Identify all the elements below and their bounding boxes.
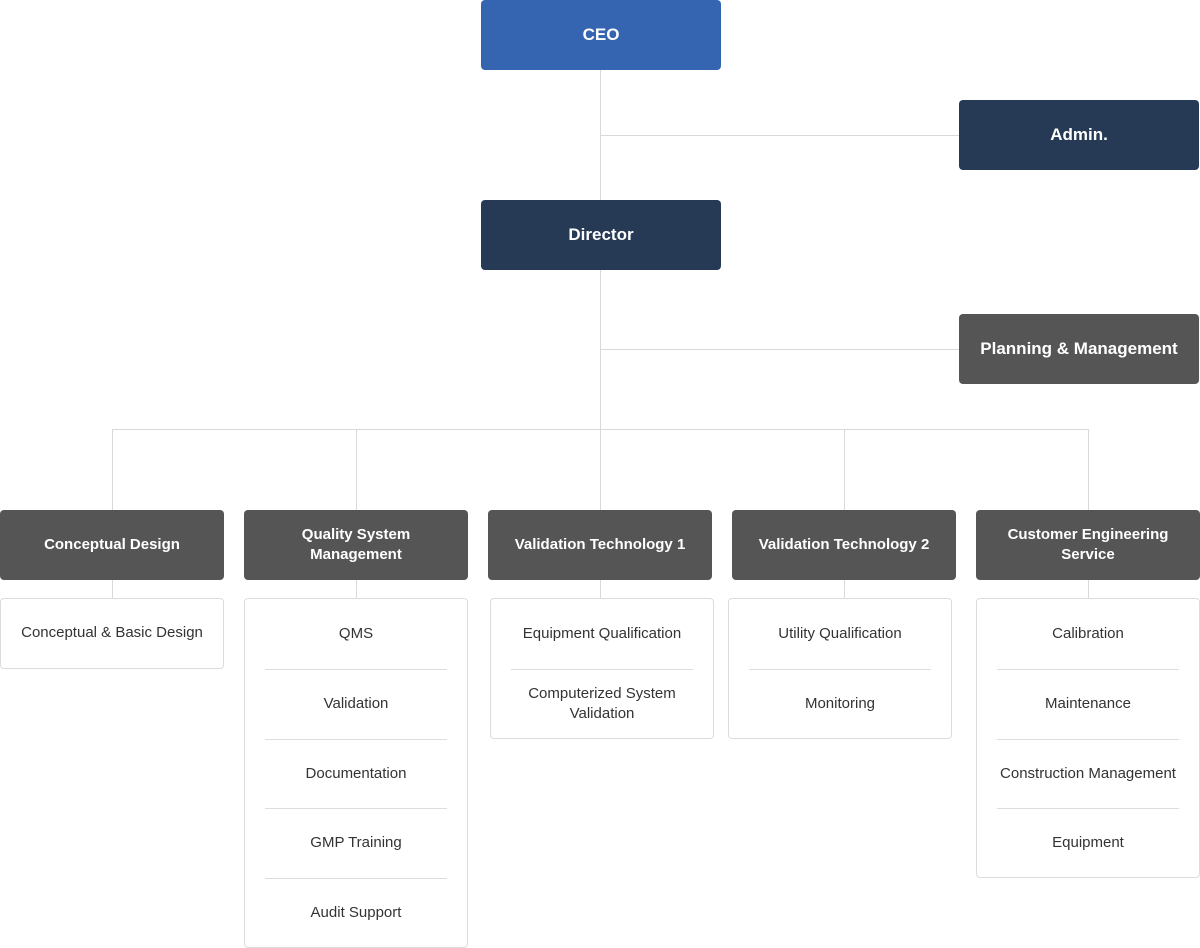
list-item: Validation	[323, 695, 389, 712]
ceo-node: CEO	[481, 0, 721, 70]
planning-management-node: Planning & Management	[959, 314, 1199, 384]
list-item: GMP Training	[310, 834, 402, 851]
connector-director-trunk	[600, 270, 601, 510]
connector-dept-4-box	[844, 580, 845, 598]
list-item: Audit Support	[310, 904, 402, 921]
connector-dept-2	[356, 429, 357, 510]
divider	[265, 669, 447, 670]
list-item: Monitoring	[804, 695, 876, 712]
divider	[997, 669, 1179, 670]
connector-dept-1-box	[112, 580, 113, 598]
dept-quality-system-management: Quality System Management	[244, 510, 468, 580]
list-item: Utility Qualification	[778, 625, 902, 642]
divider	[511, 669, 693, 670]
divider	[997, 739, 1179, 740]
connector-departments-bus	[112, 429, 1089, 430]
dept-validation-technology-1: Validation Technology 1	[488, 510, 712, 580]
connector-dept-1	[112, 429, 113, 510]
list-item: Documentation	[305, 765, 407, 782]
connector-dept-5-box	[1088, 580, 1089, 598]
dept-validation-technology-1-list: Equipment Qualification Computerized Sys…	[490, 598, 714, 739]
dept-conceptual-design-list: Conceptual & Basic Design	[0, 598, 224, 669]
connector-planning	[600, 349, 960, 350]
list-item: Computerized System Validation	[528, 685, 676, 722]
divider	[997, 808, 1179, 809]
list-item: Equipment	[1052, 834, 1124, 851]
dept-customer-engineering-service: Customer Engineering Service	[976, 510, 1200, 580]
divider	[749, 669, 931, 670]
list-item: Calibration	[1052, 625, 1124, 642]
connector-dept-4	[844, 429, 845, 510]
dept-conceptual-design: Conceptual Design	[0, 510, 224, 580]
list-item: Maintenance	[1045, 695, 1131, 712]
connector-dept-5	[1088, 429, 1089, 510]
divider	[265, 878, 447, 879]
list-item: QMS	[338, 625, 374, 642]
connector-admin	[600, 135, 960, 136]
divider	[265, 808, 447, 809]
connector-dept-3-box	[600, 580, 601, 598]
divider	[265, 739, 447, 740]
dept-validation-technology-2-list: Utility Qualification Monitoring	[728, 598, 952, 739]
admin-node: Admin.	[959, 100, 1199, 170]
connector-dept-2-box	[356, 580, 357, 598]
dept-quality-system-management-list: QMS Validation Documentation GMP Trainin…	[244, 598, 468, 948]
list-item: Construction Management	[1000, 765, 1176, 782]
dept-validation-technology-2: Validation Technology 2	[732, 510, 956, 580]
director-node: Director	[481, 200, 721, 270]
list-item: Conceptual & Basic Design	[21, 624, 203, 641]
list-item: Equipment Qualification	[522, 625, 682, 642]
dept-customer-engineering-service-list: Calibration Maintenance Construction Man…	[976, 598, 1200, 878]
